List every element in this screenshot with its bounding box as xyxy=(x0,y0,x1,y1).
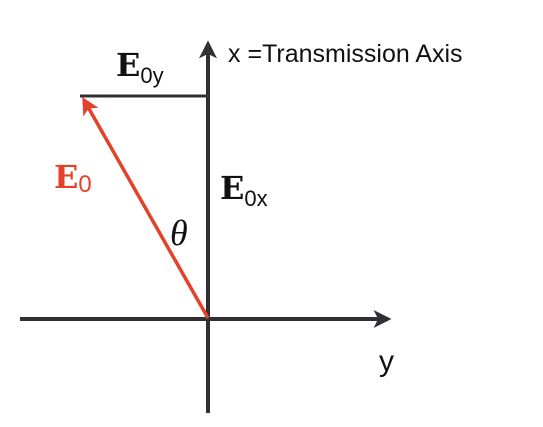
e0x-label-main: E xyxy=(220,169,244,207)
e0y-label: E0y xyxy=(116,46,164,88)
y-axis-label: y xyxy=(379,345,394,378)
e0-label-main: E xyxy=(54,158,78,196)
e0x-label-sub: 0x xyxy=(244,186,267,211)
e0x-label: E0x xyxy=(220,169,268,211)
e0-label-sub: 0 xyxy=(78,171,91,198)
e0-label: E0 xyxy=(54,158,92,198)
e0y-label-main: E xyxy=(116,46,140,84)
e0-vector-arrow xyxy=(82,96,210,319)
x-axis-label: x =Transmission Axis xyxy=(228,40,463,68)
e0y-label-sub: 0y xyxy=(140,63,163,88)
theta-label: θ xyxy=(170,213,188,253)
